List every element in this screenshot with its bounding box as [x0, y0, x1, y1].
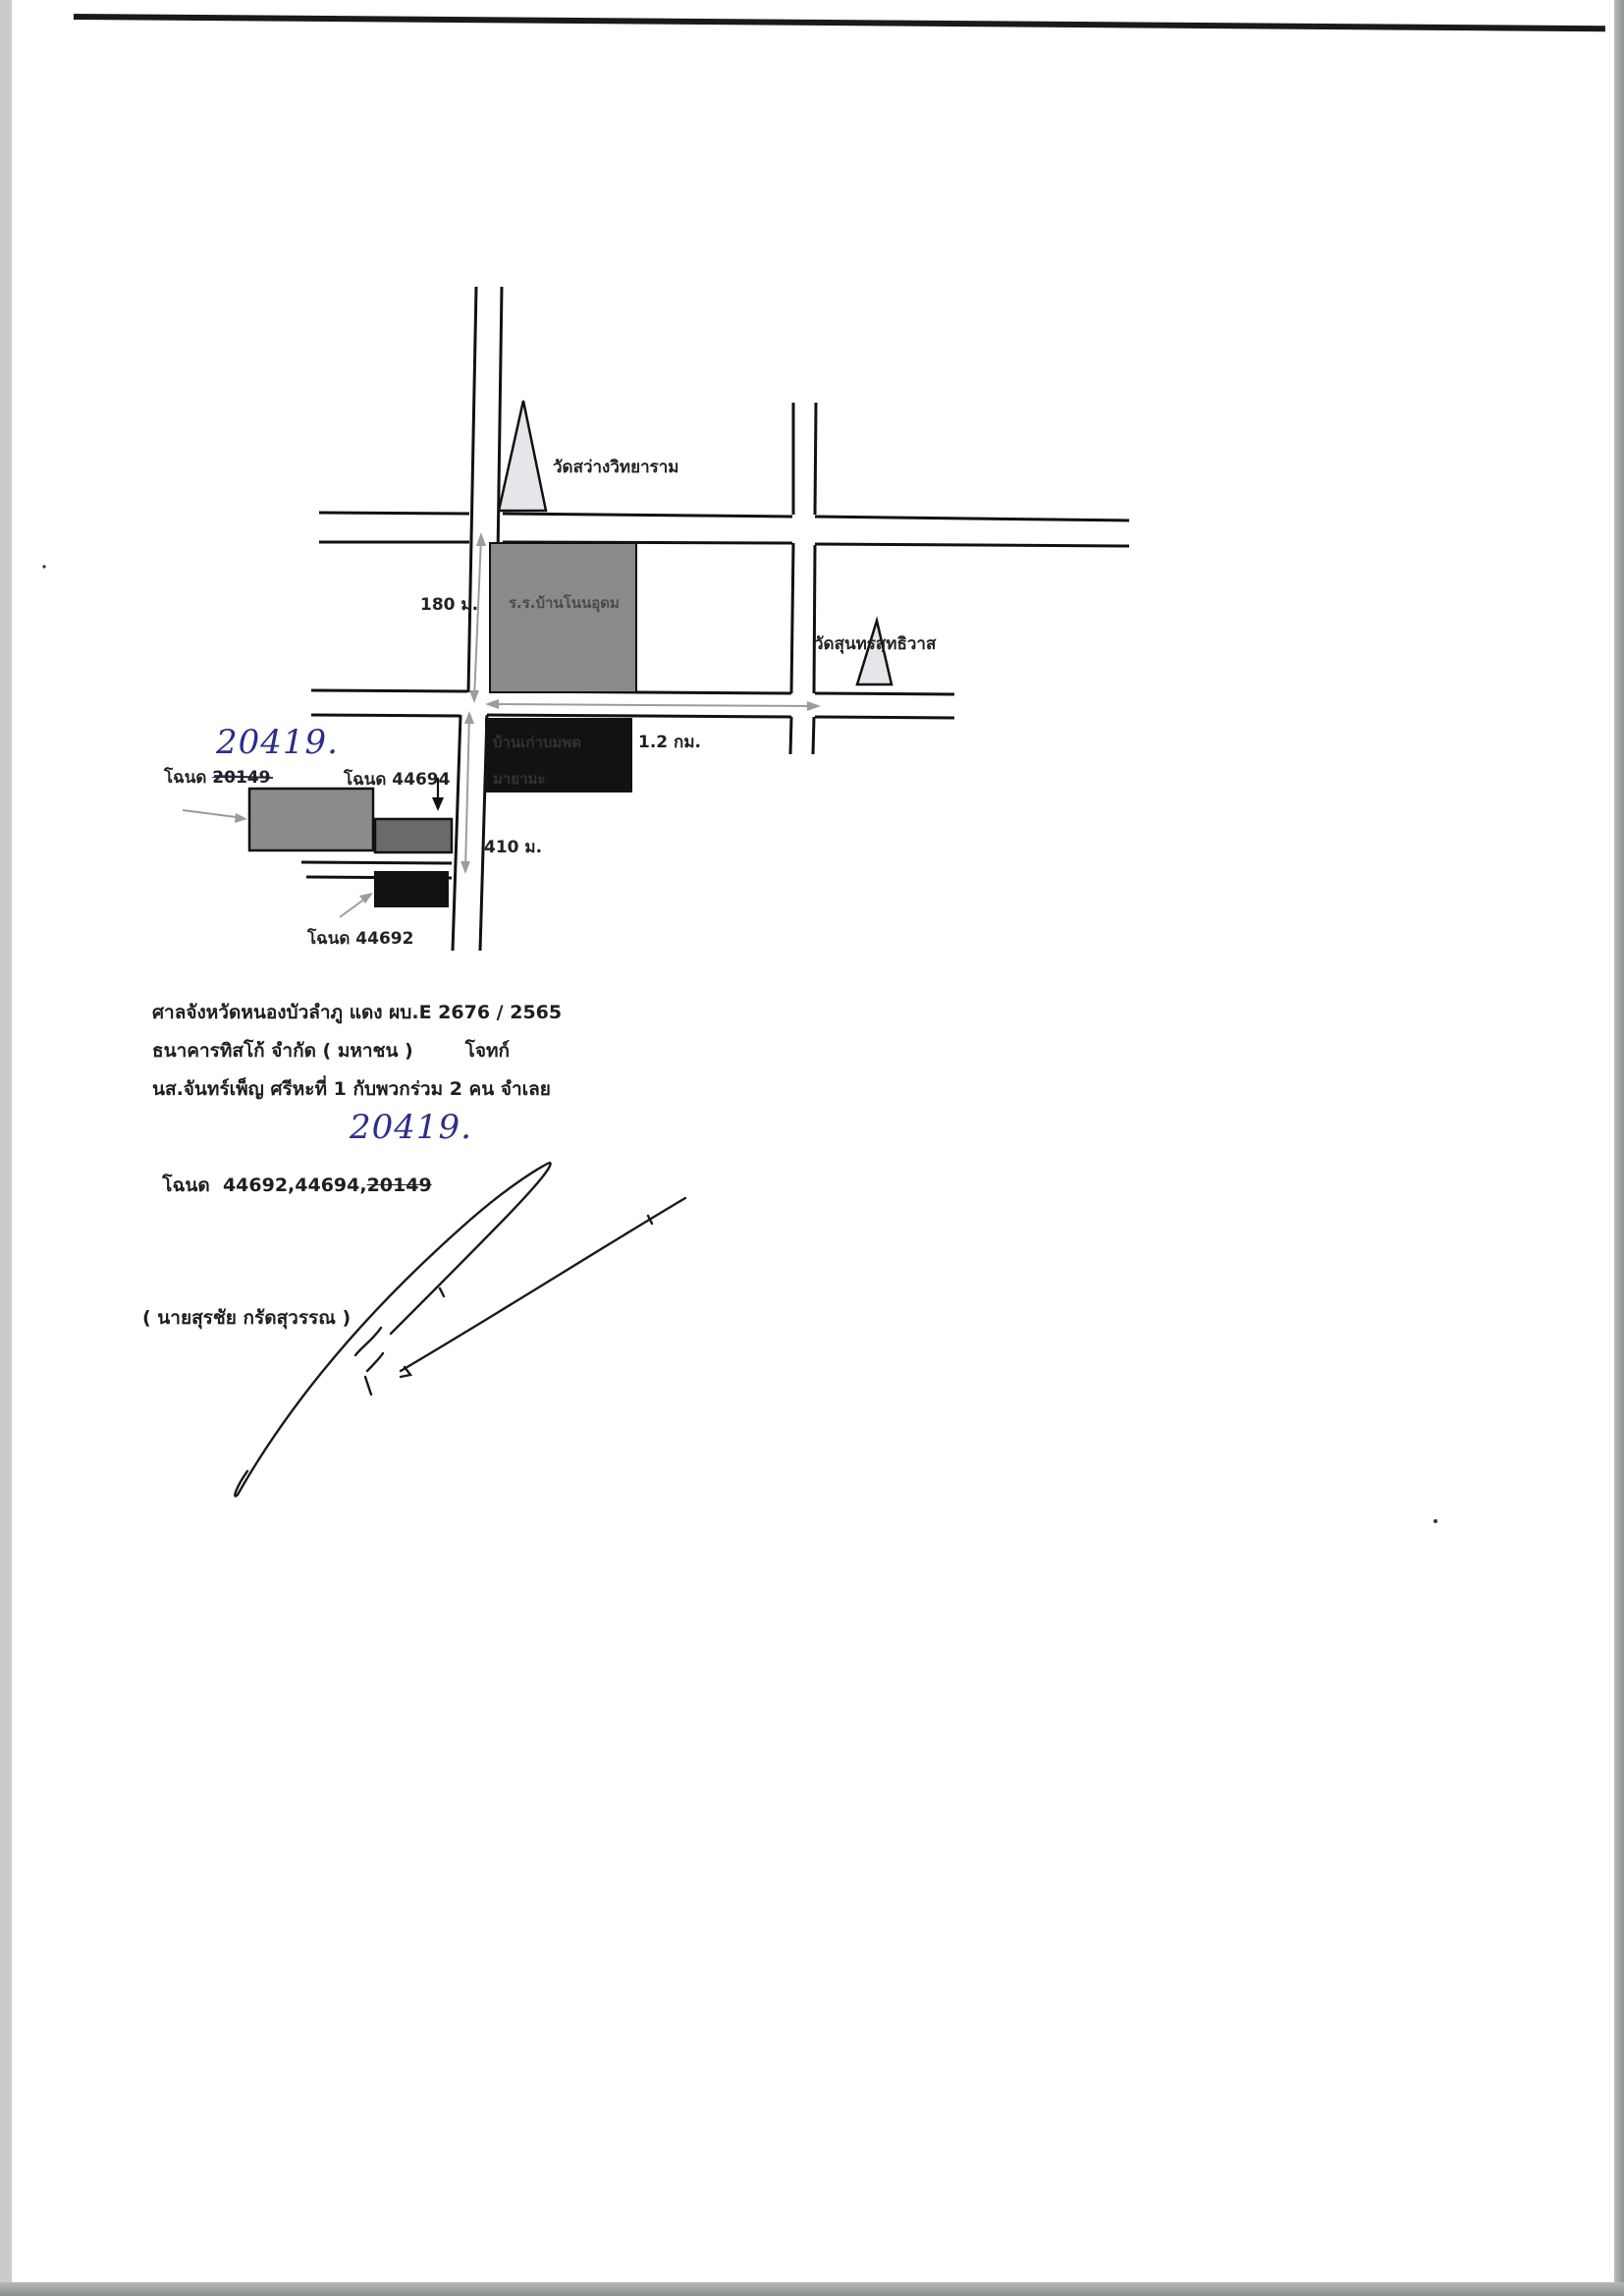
- parcel-44694-block: [373, 817, 454, 854]
- lower-road-edge-bottom-left: [310, 713, 461, 718]
- main-road-edge-left-south: [451, 714, 462, 952]
- handwritten-signature: [234, 1161, 687, 1498]
- south-distance-line: [464, 714, 470, 871]
- signatory-name: ( นายสุรชัย กรัดสุวรรณ ): [142, 1307, 352, 1329]
- scan-edge-bottom: [0, 2282, 1624, 2296]
- east-road-edge-right: [813, 402, 818, 516]
- east-road-edge-left-south: [788, 716, 793, 755]
- east-arrow-head-left: [485, 699, 499, 709]
- scanned-page: [12, 0, 1614, 2283]
- south-arrow-head-top: [464, 711, 474, 724]
- scan-speck: [42, 565, 46, 569]
- lower-road-edge-bottom-right: [814, 715, 955, 720]
- east-arrow-head-right: [807, 701, 821, 711]
- south-arrow-head-bottom: [460, 861, 470, 874]
- pointer-head-20419: [235, 813, 247, 823]
- east-road-edge-right-mid: [812, 544, 817, 694]
- east-distance-line: [488, 703, 818, 707]
- upper-road-edge-top-mid: [502, 512, 793, 519]
- school-label: ร.ร.บ้านโนนอุดม: [509, 594, 620, 612]
- parcel-20419-block: [247, 787, 375, 852]
- north-arrow-head-top: [476, 532, 486, 546]
- temple-north-label: วัดสว่างวิทยาราม: [553, 458, 679, 477]
- upper-road-edge-top-left: [318, 511, 470, 516]
- parcel-left-struck-number: 20149: [212, 768, 271, 788]
- pointer-head-44692: [359, 893, 373, 903]
- north-arrow-head-bottom: [469, 690, 479, 703]
- temple-north-symbol: [497, 400, 548, 513]
- east-road-edge-right-south: [811, 716, 816, 755]
- scan-speck: [1434, 1519, 1437, 1523]
- parcel-44694-pointer: [432, 778, 444, 811]
- north-distance-line: [473, 537, 482, 700]
- deeds-line-struck-number: 20149: [366, 1175, 432, 1196]
- parcel-left-label: โฉนด 20149: [164, 764, 270, 791]
- case-line-court: ศาลจังหวัดหนองบัวลำภู แดง ผบ.E 2676 / 25…: [152, 1002, 563, 1023]
- main-road-edge-left: [466, 286, 478, 693]
- case-line-defendant: นส.จันทร์เพ็ญ ศรีหะที่ 1 กับพวกร่วม 2 คน…: [152, 1078, 551, 1100]
- roads: [300, 286, 1130, 952]
- parcel-left-prefix: โฉนด: [164, 768, 207, 788]
- lower-road-edge-top-left: [310, 688, 468, 693]
- upper-road-edge-top-right: [814, 515, 1130, 522]
- temple-east-symbol: [855, 616, 893, 686]
- deeds-handwritten-number: 20419.: [350, 1108, 472, 1147]
- parcel-bottom-label: โฉนด 44692: [307, 929, 414, 949]
- case-line-plaintiff: ธนาคารทิสโก้ จำกัด ( มหาชน ) โจทก์: [152, 1040, 511, 1062]
- upper-road-edge-bottom-right: [814, 542, 1130, 548]
- deeds-line-numbers: โฉนด 44692,44694,: [162, 1175, 367, 1196]
- east-distance-label: 1.2 กม.: [638, 733, 701, 752]
- temple-east-label: วัดสุนทรสุทธิวาส: [814, 634, 937, 654]
- parcel-44692-block: [374, 871, 449, 907]
- parcel-left-handwritten-number: 20419.: [216, 723, 339, 762]
- pointer-to-parcel-20419: [182, 809, 244, 819]
- north-distance-label: 180 ม.: [420, 595, 479, 615]
- east-road-edge-left-mid: [789, 542, 795, 694]
- dark-building-block: [485, 718, 632, 793]
- dark-building-label-line1: บ้านเก่าบมพด: [493, 734, 581, 751]
- lower-road-edge-top-right: [814, 691, 955, 696]
- school-block: [489, 542, 637, 693]
- dark-building-label-line2: มายามะ: [493, 770, 546, 788]
- handwritten-strikes: [213, 775, 274, 779]
- lower-road-edge-bottom-mid: [486, 713, 792, 719]
- distance-arrows: [182, 532, 821, 918]
- parcel-middle-label: โฉนด 44694: [344, 770, 451, 790]
- scan-edge-right: [1614, 0, 1624, 2296]
- deeds-line: โฉนด 44692,44694,20149: [149, 1149, 432, 1200]
- south-distance-label: 410 ม.: [484, 838, 543, 857]
- side-road-edge-top: [300, 860, 453, 865]
